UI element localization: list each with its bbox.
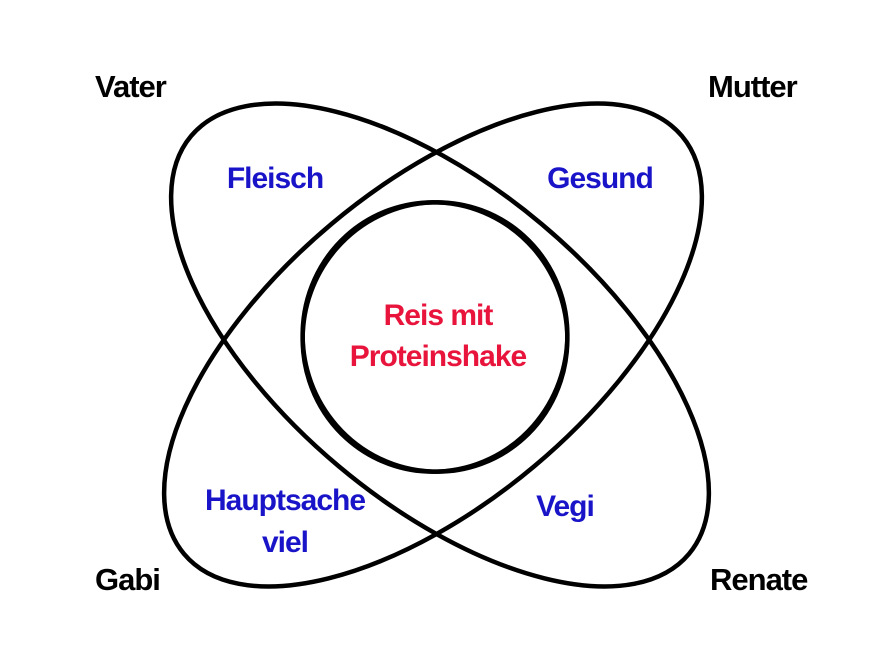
region-label-gesund: Gesund: [547, 162, 653, 195]
region-label-fleisch: Fleisch: [227, 162, 323, 195]
center-label-line-1: Reis mit: [384, 299, 494, 332]
ellipse-mutter: [161, 101, 705, 589]
ellipse-renate: [300, 200, 570, 474]
center-label-line-2: Proteinshake: [350, 340, 527, 373]
region-label-hauptsache: Hauptsache: [205, 484, 365, 517]
region-label-vegi: Vegi: [536, 490, 594, 523]
person-label-renate: Renate: [710, 562, 808, 597]
person-label-mutter: Mutter: [708, 69, 798, 104]
person-label-vater: Vater: [95, 69, 167, 104]
ellipse-vater: [168, 101, 712, 589]
region-label-viel: viel: [262, 526, 308, 559]
person-label-gabi: Gabi: [95, 562, 160, 597]
